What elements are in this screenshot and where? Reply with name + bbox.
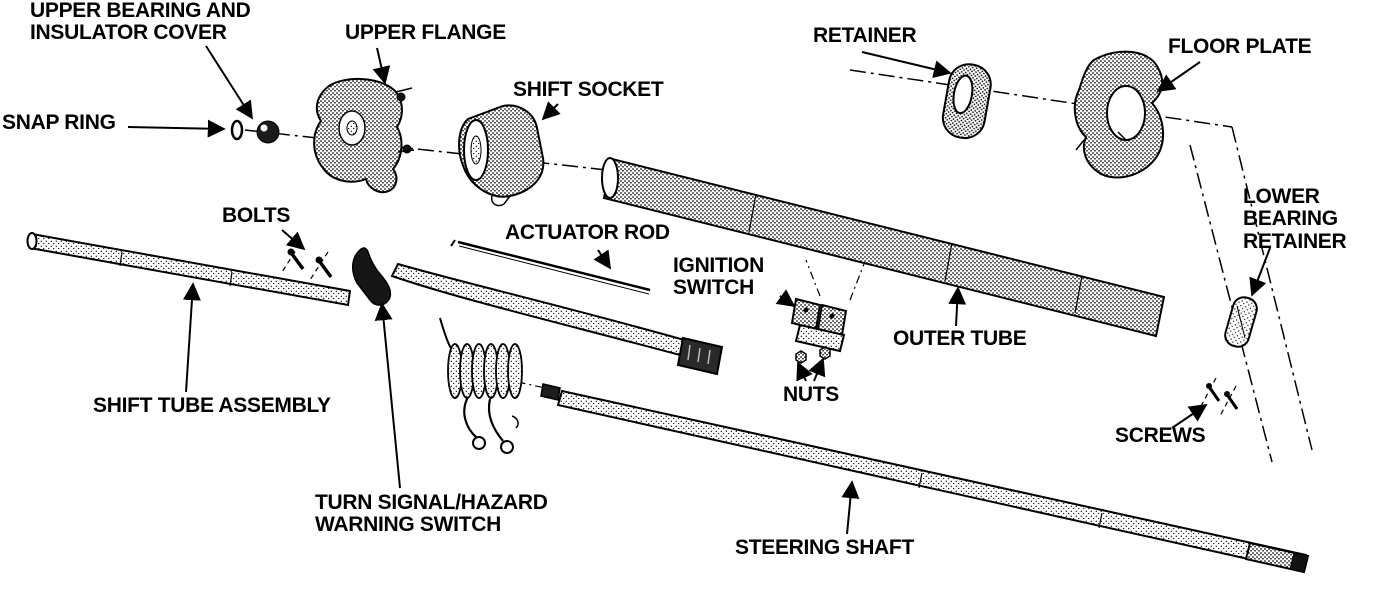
outer-tube-part xyxy=(601,157,1166,338)
label-steering-shaft: STEERING SHAFT xyxy=(735,536,914,559)
label-upper-flange: UPPER FLANGE xyxy=(345,21,506,44)
leader-bolts xyxy=(281,229,306,251)
insulator-cover-part xyxy=(256,120,280,144)
label-retainer: RETAINER xyxy=(813,24,917,47)
label-ignition-switch: IGNITION SWITCH xyxy=(673,254,764,300)
upper-flange-part xyxy=(313,77,415,194)
leader-shift-tube xyxy=(182,282,201,393)
turn-signal-switch-part xyxy=(352,247,724,454)
leader-upper-bearing-insulator-cover xyxy=(205,45,253,120)
leader-snap-ring xyxy=(127,119,226,138)
leader-turn-signal-switch xyxy=(374,302,401,489)
label-turn-signal-hazard-switch: TURN SIGNAL/HAZARD WARNING SWITCH xyxy=(315,491,548,537)
snap-ring-part xyxy=(230,119,244,141)
leader-floor-plate xyxy=(1156,61,1201,93)
label-upper-bearing-insulator-cover: UPPER BEARING AND INSULATOR COVER xyxy=(30,0,251,45)
steering-shaft-part xyxy=(540,383,1310,574)
nuts-part xyxy=(795,346,831,364)
label-lower-bearing-retainer: LOWER BEARING RETAINER xyxy=(1243,185,1347,253)
leader-nuts-right xyxy=(808,357,826,382)
label-nuts: NUTS xyxy=(783,383,839,406)
label-screws: SCREWS xyxy=(1115,424,1206,447)
leader-arrows xyxy=(127,45,1271,535)
actuator-rod-part xyxy=(450,239,651,295)
ignition-switch-part xyxy=(790,297,848,353)
label-snap-ring: SNAP RING xyxy=(2,111,116,134)
label-bolts: BOLTS xyxy=(222,204,291,227)
leader-upper-flange xyxy=(372,47,391,85)
screws-part xyxy=(1206,383,1239,410)
leader-ignition-switch xyxy=(775,289,796,308)
leader-actuator-rod xyxy=(593,249,611,270)
lower-bearing-retainer-part xyxy=(1224,296,1258,348)
leader-screws xyxy=(1171,403,1208,429)
label-outer-tube: OUTER TUBE xyxy=(893,327,1027,350)
leader-outer-tube xyxy=(948,286,967,327)
retainer-part xyxy=(941,63,992,140)
label-shift-socket: SHIFT SOCKET xyxy=(513,78,664,101)
leader-lower-bearing-retainer xyxy=(1249,247,1271,297)
centerlines xyxy=(244,69,1313,463)
label-floor-plate: FLOOR PLATE xyxy=(1168,35,1312,58)
floor-plate-part xyxy=(1073,50,1165,179)
label-shift-tube-assembly: SHIFT TUBE ASSEMBLY xyxy=(93,394,331,417)
leader-shift-socket xyxy=(541,101,561,121)
leader-steering-shaft xyxy=(841,480,860,535)
shift-socket-part xyxy=(458,104,545,207)
leader-retainer xyxy=(861,51,952,78)
shift-tube-part xyxy=(26,232,352,307)
leader-nuts-left xyxy=(796,361,813,382)
label-actuator-rod: ACTUATOR ROD xyxy=(505,221,670,244)
